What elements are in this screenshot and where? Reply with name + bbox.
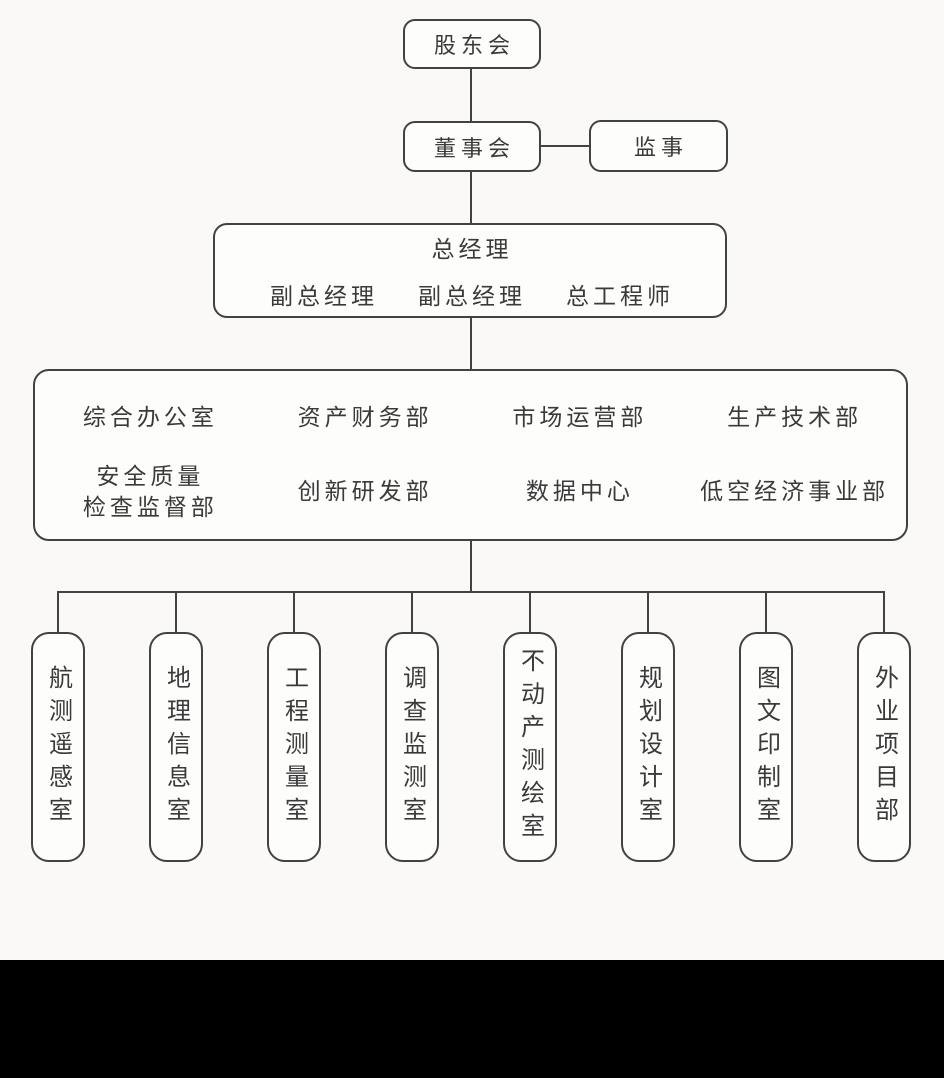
dept-general-office: 综合办公室: [82, 404, 218, 431]
office-engineering-survey-label: 工程测量室: [280, 664, 308, 830]
gm-label: 总经理: [431, 236, 513, 262]
connector-drop-7: [765, 591, 767, 633]
deputy-gm-1-label: 副总经理: [270, 283, 378, 309]
connector-drop-2: [175, 591, 177, 633]
node-supervisor-label: 监事: [633, 135, 688, 160]
connector-drop-8: [883, 591, 885, 633]
office-investigation-monitoring-label: 调查监测室: [398, 664, 426, 830]
connector-management-departments: [470, 317, 472, 370]
office-aerial-remote-sensing: 航测遥感室: [31, 632, 85, 862]
gm-deputies-row: 副总经理 副总经理 总工程师: [270, 277, 670, 311]
office-investigation-monitoring: 调查监测室: [385, 632, 439, 862]
connector-drop-3: [293, 591, 295, 633]
office-geographic-information-label: 地理信息室: [162, 664, 190, 830]
dept-data-center: 数据中心: [525, 478, 634, 505]
dept-low-altitude-economy: 低空经济事业部: [700, 478, 890, 505]
dept-asset-finance: 资产财务部: [297, 404, 433, 431]
node-board: 董事会: [403, 121, 541, 172]
office-real-estate-surveying: 不动产测绘室: [503, 632, 557, 862]
node-shareholders: 股东会: [403, 19, 541, 69]
node-board-label: 董事会: [433, 135, 515, 161]
connector-board-management: [470, 172, 472, 224]
office-real-estate-surveying-label: 不动产测绘室: [516, 648, 544, 846]
gm-title: 总经理: [432, 230, 509, 264]
connector-departments-rail: [470, 540, 472, 592]
connector-board-supervisor: [541, 145, 589, 147]
connector-drop-4: [411, 591, 413, 633]
bottom-black-bar: [0, 960, 944, 1078]
dept-innovation-rd: 创新研发部: [297, 478, 433, 505]
dept-safety-quality-supervision: 安全质量 检查监督部: [82, 462, 218, 520]
node-management: 总经理 副总经理 副总经理 总工程师: [213, 223, 727, 318]
dept-market-operations: 市场运营部: [512, 404, 648, 431]
dept-production-technology: 生产技术部: [727, 404, 863, 431]
deputy-gm-2-label: 副总经理: [418, 283, 526, 309]
node-supervisor: 监事: [589, 120, 728, 172]
connector-rail: [57, 591, 885, 593]
office-field-project: 外业项目部: [857, 632, 911, 862]
connector-drop-1: [57, 591, 59, 633]
node-shareholders-label: 股东会: [433, 33, 515, 58]
connector-drop-5: [529, 591, 531, 633]
office-geographic-information: 地理信息室: [149, 632, 203, 862]
office-graphic-printing-label: 图文印制室: [752, 664, 780, 830]
connector-shareholders-board: [470, 69, 472, 122]
office-planning-design: 规划设计室: [621, 632, 675, 862]
office-field-project-label: 外业项目部: [870, 664, 898, 830]
office-planning-design-label: 规划设计室: [634, 664, 662, 830]
office-engineering-survey: 工程测量室: [267, 632, 321, 862]
chief-engineer-label: 总工程师: [566, 283, 674, 309]
office-aerial-remote-sensing-label: 航测遥感室: [44, 664, 72, 830]
connector-drop-6: [647, 591, 649, 633]
node-departments: 综合办公室 资产财务部 市场运营部 生产技术部 安全质量 检查监督部 创新研发部…: [33, 369, 908, 541]
office-graphic-printing: 图文印制室: [739, 632, 793, 862]
